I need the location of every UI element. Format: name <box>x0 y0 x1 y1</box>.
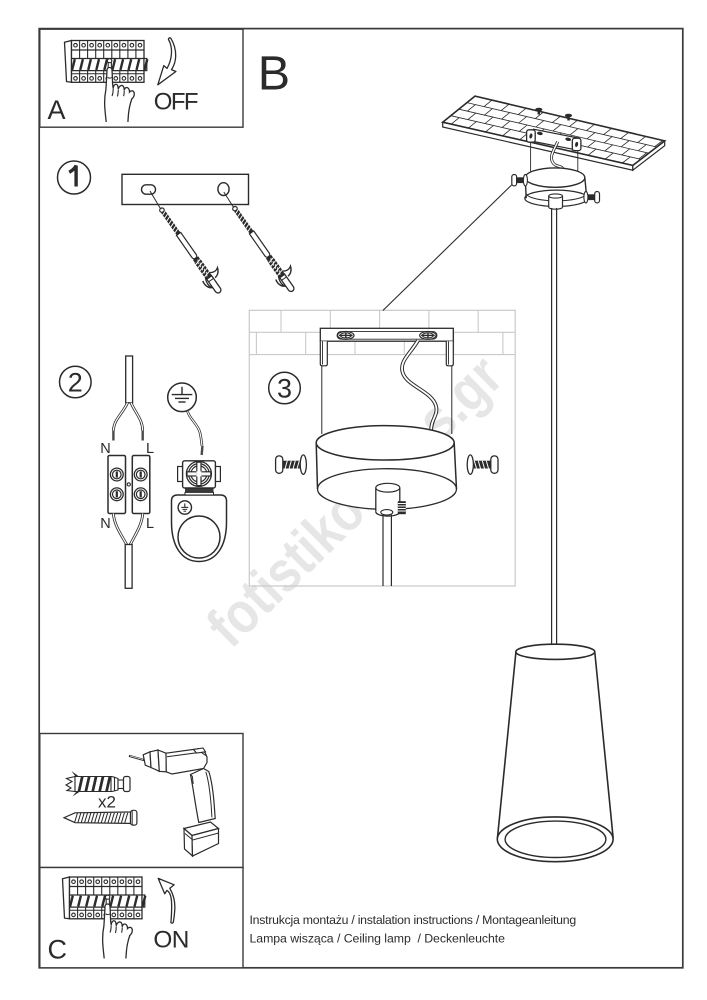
svg-text:N: N <box>100 516 110 532</box>
svg-text:L: L <box>146 441 154 457</box>
svg-text:Instrukcja montażu / instalati: Instrukcja montażu / instalation instruc… <box>250 913 577 927</box>
svg-text:OFF: OFF <box>154 89 198 116</box>
svg-text:B: B <box>258 46 290 100</box>
svg-text:ON: ON <box>153 927 188 954</box>
svg-text:N: N <box>100 441 110 457</box>
svg-text:A: A <box>48 95 66 125</box>
svg-text:L: L <box>146 516 154 532</box>
svg-text:2: 2 <box>68 368 83 398</box>
svg-text:C: C <box>48 935 68 965</box>
svg-text:3: 3 <box>277 374 292 404</box>
svg-text:x2: x2 <box>98 793 116 812</box>
svg-text:Lampa wisząca / Ceiling lamp: Lampa wisząca / Ceiling lamp / Deckenleu… <box>250 932 506 946</box>
